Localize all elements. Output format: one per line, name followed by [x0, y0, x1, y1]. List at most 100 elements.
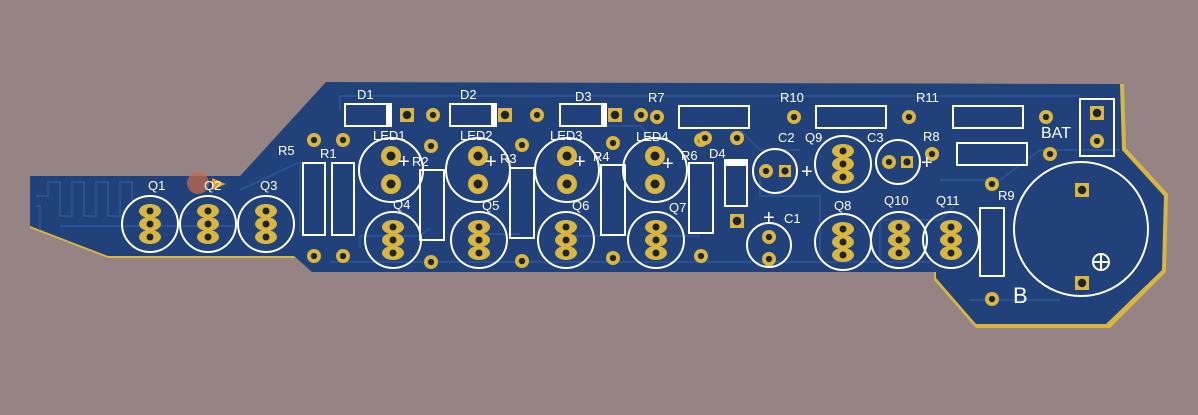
pad-hole [652, 236, 660, 244]
resistor-outlines [302, 105, 1028, 277]
pad-hole [637, 111, 645, 119]
pad-hole [262, 207, 270, 215]
diode-outlines [344, 103, 748, 207]
polarity-plus-c2: + [801, 161, 813, 183]
label-led1: LED1 [373, 128, 406, 143]
r7-outline [678, 105, 750, 129]
pad-hole [386, 151, 396, 161]
label-d4: D4 [709, 146, 726, 161]
pad-hole [389, 223, 397, 231]
pad-hole [389, 236, 397, 244]
pad-hole [947, 223, 955, 231]
label-r7: R7 [648, 90, 665, 105]
label-r3: R3 [500, 151, 517, 166]
pad-hole [839, 238, 847, 246]
r2-outline [419, 169, 445, 241]
pad-hole [562, 179, 572, 189]
pad-hole [1042, 113, 1050, 121]
label-c2: C2 [778, 130, 795, 145]
label-q4: Q4 [393, 197, 410, 212]
r9-outline [979, 207, 1005, 277]
label-q8: Q8 [834, 198, 851, 213]
pad-hole [609, 139, 617, 147]
polarity-plus-c3: + [921, 152, 933, 174]
pad-hole [732, 216, 742, 226]
pad-hole [650, 151, 660, 161]
pad-hole [475, 223, 483, 231]
pad-hole [1092, 108, 1102, 118]
pad-hole [947, 249, 955, 257]
pad-hole [790, 113, 798, 121]
pad-hole [533, 111, 541, 119]
pad-hole [204, 233, 212, 241]
cursor-marker[interactable] [187, 172, 226, 194]
pad-hole [652, 223, 660, 231]
pad-hole [427, 258, 435, 266]
r6-outline [688, 162, 714, 234]
pad-hole [562, 223, 570, 231]
pad-hole [146, 233, 154, 241]
pad-hole [928, 150, 936, 158]
label-r5: R5 [278, 143, 295, 158]
label-d2: D2 [460, 87, 477, 102]
pad-hole [562, 151, 572, 161]
pad-hole [262, 220, 270, 228]
pad-hole [389, 249, 397, 257]
r5-outline [302, 162, 326, 236]
polarity-plus-led1: + [398, 151, 410, 173]
polarity-plus-c1: + [763, 207, 775, 229]
label-c3: C3 [867, 130, 884, 145]
pad-hole [1046, 150, 1054, 158]
pad-hole [146, 207, 154, 215]
pad-hole [762, 167, 770, 175]
pad-hole [204, 207, 212, 215]
pad-hole [650, 179, 660, 189]
pad-hole [518, 141, 526, 149]
pad-hole [895, 249, 903, 257]
pad-hole [204, 220, 212, 228]
pad-hole [701, 134, 709, 142]
label-r4: R4 [593, 149, 610, 164]
label-q1: Q1 [148, 178, 165, 193]
pad-hole [1093, 137, 1101, 145]
pad-hole [339, 136, 347, 144]
pad-hole [386, 179, 396, 189]
pcb-board [30, 82, 1164, 324]
label-q5: Q5 [482, 198, 499, 213]
pad-hole [1077, 278, 1087, 288]
pad-hole [339, 252, 347, 260]
pad-hole [562, 236, 570, 244]
label-q11: Q11 [936, 193, 960, 208]
label-q9: Q9 [805, 130, 822, 145]
label-led3: LED3 [550, 128, 583, 143]
label-led4: LED4 [636, 129, 669, 144]
pad-hole [839, 173, 847, 181]
pad-hole [609, 254, 617, 262]
pad-hole [402, 110, 412, 120]
label-q10: Q10 [884, 193, 909, 208]
label-r1: R1 [320, 146, 337, 161]
label-c1: C1 [784, 211, 801, 226]
label-q7: Q7 [669, 200, 686, 215]
label-b: B [1013, 283, 1028, 308]
r1-outline [331, 162, 355, 236]
label-r9: R9 [998, 188, 1015, 203]
r10-outline [815, 105, 887, 129]
pad-hole [895, 223, 903, 231]
label-r11: R11 [916, 90, 939, 105]
bat-connector-outline [1079, 98, 1115, 157]
pad-hole [475, 236, 483, 244]
pad-hole [475, 249, 483, 257]
pad-hole [652, 249, 660, 257]
battery-plus-symbol [1092, 253, 1110, 271]
pad-hole [839, 160, 847, 168]
pad-hole [697, 252, 705, 260]
pad-hole [427, 142, 435, 150]
pad-hole [885, 158, 893, 166]
polarity-plus-led4: + [662, 153, 674, 175]
pad-hole [988, 295, 996, 303]
pad-hole [429, 111, 437, 119]
label-r10: R10 [780, 90, 804, 105]
